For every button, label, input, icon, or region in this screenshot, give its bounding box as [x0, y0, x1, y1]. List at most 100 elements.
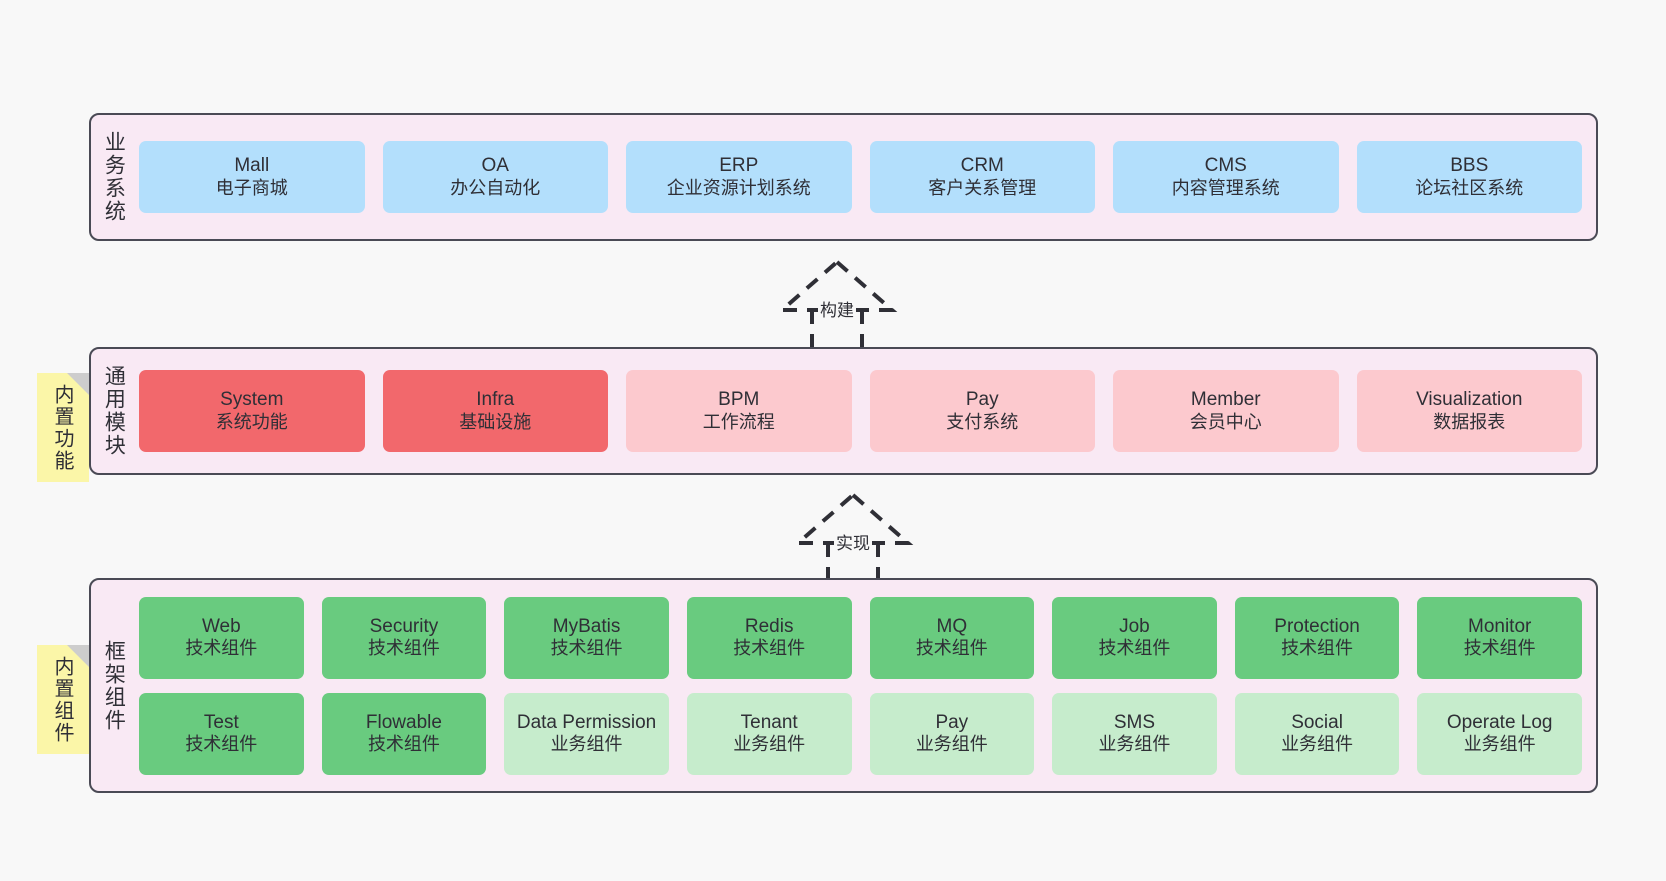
box-title: Visualization	[1416, 389, 1523, 411]
layer-framework-components-body: Web 技术组件 Security 技术组件 MyBatis 技术组件 Redi…	[135, 580, 1596, 791]
box-subtitle: 内容管理系统	[1171, 177, 1280, 198]
note-builtin-components-label: 内置组件	[51, 655, 73, 744]
box-title: Security	[369, 615, 439, 637]
box-subtitle: 系统功能	[215, 411, 288, 432]
box-operate-log[interactable]: Operate Log 业务组件	[1417, 692, 1582, 775]
box-subtitle: 电子商城	[215, 177, 288, 198]
connector-build-label: 构建	[818, 296, 856, 321]
box-subtitle: 业务组件	[1463, 734, 1536, 755]
box-subtitle: 技术组件	[915, 638, 988, 659]
box-subtitle: 技术组件	[185, 734, 258, 755]
box-subtitle: 技术组件	[367, 638, 440, 659]
connector-realize: 实现	[758, 491, 948, 587]
box-subtitle: 技术组件	[185, 638, 258, 659]
box-title: CRM	[960, 155, 1004, 177]
box-subtitle: 论坛社区系统	[1415, 177, 1524, 198]
box-erp[interactable]: ERP 企业资源计划系统	[626, 141, 852, 213]
box-title: Monitor	[1468, 615, 1532, 637]
box-subtitle: 业务组件	[1098, 734, 1171, 755]
box-subtitle: 数据报表	[1433, 411, 1506, 432]
box-title: MyBatis	[552, 615, 621, 637]
box-monitor[interactable]: Monitor 技术组件	[1417, 596, 1582, 679]
box-security[interactable]: Security 技术组件	[321, 596, 487, 679]
box-subtitle: 会员中心	[1189, 411, 1262, 432]
box-test[interactable]: Test 技术组件	[139, 692, 304, 775]
box-title: Job	[1119, 615, 1150, 637]
box-row: Mall 电子商城 OA 办公自动化 ERP 企业资源计划系统 CRM 客户关系…	[139, 141, 1582, 213]
box-subtitle: 业务组件	[1281, 734, 1354, 755]
box-subtitle: 客户关系管理	[928, 177, 1037, 198]
box-pay-module[interactable]: Pay 支付系统	[869, 370, 1095, 452]
box-title: Member	[1190, 389, 1261, 411]
box-flowable[interactable]: Flowable 技术组件	[321, 692, 487, 775]
box-subtitle: 工作流程	[702, 411, 775, 432]
box-mybatis[interactable]: MyBatis 技术组件	[504, 596, 669, 679]
box-title: ERP	[719, 155, 759, 177]
box-subtitle: 技术组件	[367, 734, 440, 755]
box-title: OA	[481, 155, 509, 177]
layer-common-modules[interactable]: 通用模块 System 系统功能 Infra 基础设施 BPM 工作流程 Pay…	[89, 347, 1598, 475]
box-title: Data Permission	[516, 711, 657, 733]
box-subtitle: 业务组件	[733, 734, 806, 755]
box-subtitle: 办公自动化	[450, 177, 541, 198]
box-social[interactable]: Social 业务组件	[1234, 692, 1400, 775]
box-subtitle: 企业资源计划系统	[666, 177, 811, 198]
box-pay-component[interactable]: Pay 业务组件	[869, 692, 1035, 775]
box-subtitle: 业务组件	[915, 734, 988, 755]
box-row: Test 技术组件 Flowable 技术组件 Data Permission …	[139, 692, 1582, 775]
layer-framework-components[interactable]: 框架组件 Web 技术组件 Security 技术组件 MyBatis 技术组件…	[89, 578, 1598, 793]
box-title: Pay	[965, 389, 999, 411]
note-fold-icon	[67, 645, 89, 667]
box-redis[interactable]: Redis 技术组件	[686, 596, 852, 679]
box-row: System 系统功能 Infra 基础设施 BPM 工作流程 Pay 支付系统…	[139, 370, 1582, 452]
box-web[interactable]: Web 技术组件	[139, 596, 304, 679]
box-cms[interactable]: CMS 内容管理系统	[1113, 141, 1339, 213]
box-title: CMS	[1204, 155, 1247, 177]
box-title: Protection	[1274, 615, 1360, 637]
note-builtin-features-label: 内置功能	[51, 383, 73, 472]
connector-build: 构建	[742, 258, 932, 354]
box-mq[interactable]: MQ 技术组件	[869, 596, 1035, 679]
box-member[interactable]: Member 会员中心	[1113, 370, 1339, 452]
box-protection[interactable]: Protection 技术组件	[1234, 596, 1400, 679]
box-subtitle: 技术组件	[1098, 638, 1171, 659]
layer-business-systems[interactable]: 业务系统 Mall 电子商城 OA 办公自动化 ERP 企业资源计划系统 CRM…	[89, 113, 1598, 241]
box-title: Web	[201, 615, 241, 637]
box-subtitle: 技术组件	[733, 638, 806, 659]
note-builtin-features[interactable]: 内置功能	[37, 373, 89, 482]
box-subtitle: 技术组件	[550, 638, 623, 659]
box-tenant[interactable]: Tenant 业务组件	[686, 692, 852, 775]
layer-common-modules-label: 通用模块	[102, 365, 126, 457]
box-bbs[interactable]: BBS 论坛社区系统	[1356, 141, 1582, 213]
box-subtitle: 支付系统	[946, 411, 1019, 432]
box-title: BBS	[1450, 155, 1489, 177]
layer-business-systems-body: Mall 电子商城 OA 办公自动化 ERP 企业资源计划系统 CRM 客户关系…	[135, 115, 1596, 239]
layer-framework-components-label: 框架组件	[102, 639, 126, 732]
box-title: BPM	[718, 389, 760, 411]
box-subtitle: 技术组件	[1463, 638, 1536, 659]
box-title: Flowable	[365, 711, 442, 733]
box-infra[interactable]: Infra 基础设施	[382, 370, 608, 452]
box-title: MQ	[936, 615, 968, 637]
box-oa[interactable]: OA 办公自动化	[382, 141, 608, 213]
box-subtitle: 技术组件	[1281, 638, 1354, 659]
box-sms[interactable]: SMS 业务组件	[1052, 692, 1217, 775]
box-title: Pay	[935, 711, 969, 733]
box-visualization[interactable]: Visualization 数据报表	[1356, 370, 1582, 452]
box-title: Mall	[234, 155, 270, 177]
box-title: Operate Log	[1446, 711, 1553, 733]
box-bpm[interactable]: BPM 工作流程	[626, 370, 852, 452]
box-job[interactable]: Job 技术组件	[1052, 596, 1217, 679]
box-title: Social	[1291, 711, 1343, 733]
box-row: Web 技术组件 Security 技术组件 MyBatis 技术组件 Redi…	[139, 596, 1582, 679]
box-title: System	[220, 389, 284, 411]
box-crm[interactable]: CRM 客户关系管理	[869, 141, 1095, 213]
box-mall[interactable]: Mall 电子商城	[139, 141, 365, 213]
box-title: Redis	[744, 615, 794, 637]
note-builtin-components[interactable]: 内置组件	[37, 645, 89, 754]
box-title: Tenant	[740, 711, 798, 733]
box-data-permission[interactable]: Data Permission 业务组件	[504, 692, 669, 775]
box-system[interactable]: System 系统功能	[139, 370, 365, 452]
layer-business-systems-label: 业务系统	[102, 131, 126, 223]
